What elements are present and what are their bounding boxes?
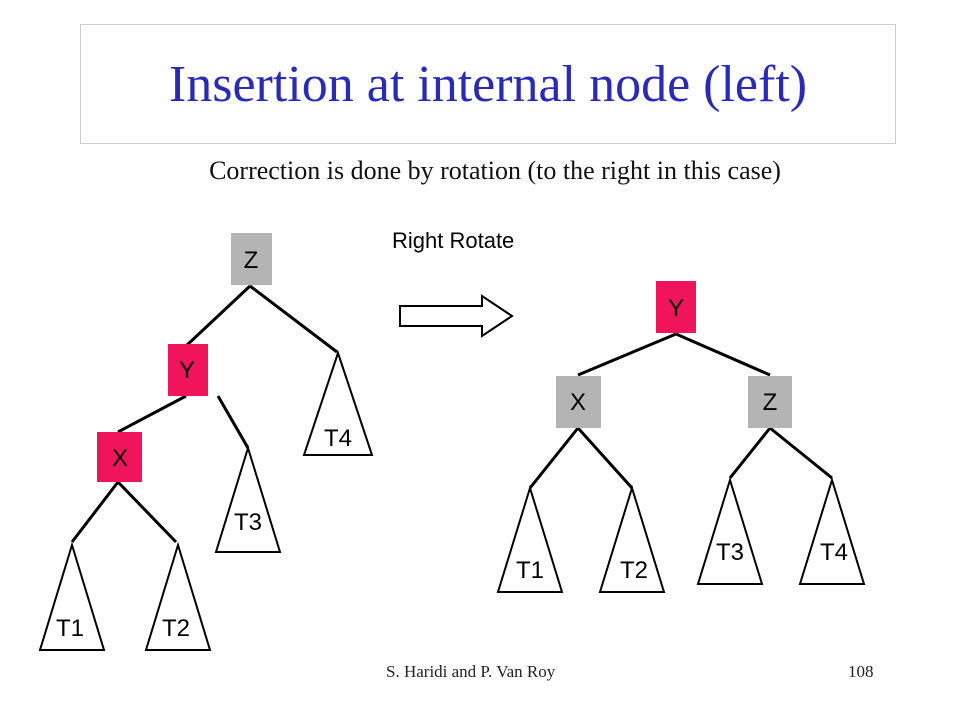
subtree-t1-triangle — [38, 541, 106, 651]
subtree-t2-triangle-after — [598, 484, 666, 593]
rotate-arrow-icon — [399, 294, 514, 338]
node-y-after — [656, 281, 696, 333]
edge-y-z-after — [675, 332, 771, 377]
subtree-t1-label-after: T1 — [516, 557, 544, 584]
slide-subtitle: Correction is done by rotation (to the r… — [209, 156, 781, 185]
subtree-t1-label: T1 — [56, 615, 84, 642]
subtree-t2-triangle — [144, 541, 212, 651]
subtree-t3-label-after: T3 — [716, 539, 744, 566]
subtree-t1-triangle-after — [496, 484, 564, 593]
edge-z-t3-after — [728, 427, 772, 479]
edge-x-t1-after — [528, 427, 580, 489]
rotate-label: Right Rotate — [392, 228, 514, 253]
before-tree: T4 T3 T1 T2 Z Y X — [38, 233, 374, 651]
subtree-t3-label: T3 — [234, 509, 262, 536]
node-y-label: Y — [179, 357, 195, 384]
node-z — [231, 233, 272, 285]
edge-x-t2-after — [576, 426, 634, 490]
node-x-label-after: X — [570, 389, 586, 416]
subtree-t4-label-after: T4 — [820, 539, 848, 566]
rotate-arrow — [399, 294, 514, 338]
subtree-t4-triangle-after — [798, 476, 866, 585]
subtree-t2-label: T2 — [162, 615, 190, 642]
node-y — [168, 344, 208, 396]
edge-x-t2 — [116, 480, 178, 544]
footer-credit: S. Haridi and P. Van Roy — [386, 662, 556, 681]
edge-y-x-after — [577, 332, 677, 377]
node-z-label-after: Z — [763, 389, 778, 416]
edge-z-t4 — [249, 284, 338, 354]
node-x-label: X — [112, 445, 128, 472]
subtree-t4-label: T4 — [324, 425, 352, 452]
subtree-t3-triangle-after — [696, 476, 764, 585]
subtree-t2-label-after: T2 — [620, 557, 648, 584]
node-z-after — [748, 376, 792, 428]
node-y-label-after: Y — [668, 295, 684, 322]
node-x-after — [556, 376, 601, 428]
edge-y-x — [117, 394, 187, 434]
title-box: Insertion at internal node (left) — [80, 24, 896, 144]
edge-z-t4-after — [769, 426, 833, 480]
page-number: 108 — [848, 662, 874, 681]
slide-title: Insertion at internal node (left) — [168, 55, 808, 113]
node-z-label: Z — [244, 247, 259, 274]
edge-y-t3 — [216, 395, 250, 449]
edge-x-t1 — [70, 481, 120, 543]
after-tree: T1 T2 T3 T4 Y X Z — [496, 281, 866, 593]
node-x — [97, 432, 142, 482]
subtree-t4-triangle — [302, 349, 374, 456]
edge-z-y — [184, 284, 252, 348]
subtree-t3-triangle — [214, 444, 282, 553]
